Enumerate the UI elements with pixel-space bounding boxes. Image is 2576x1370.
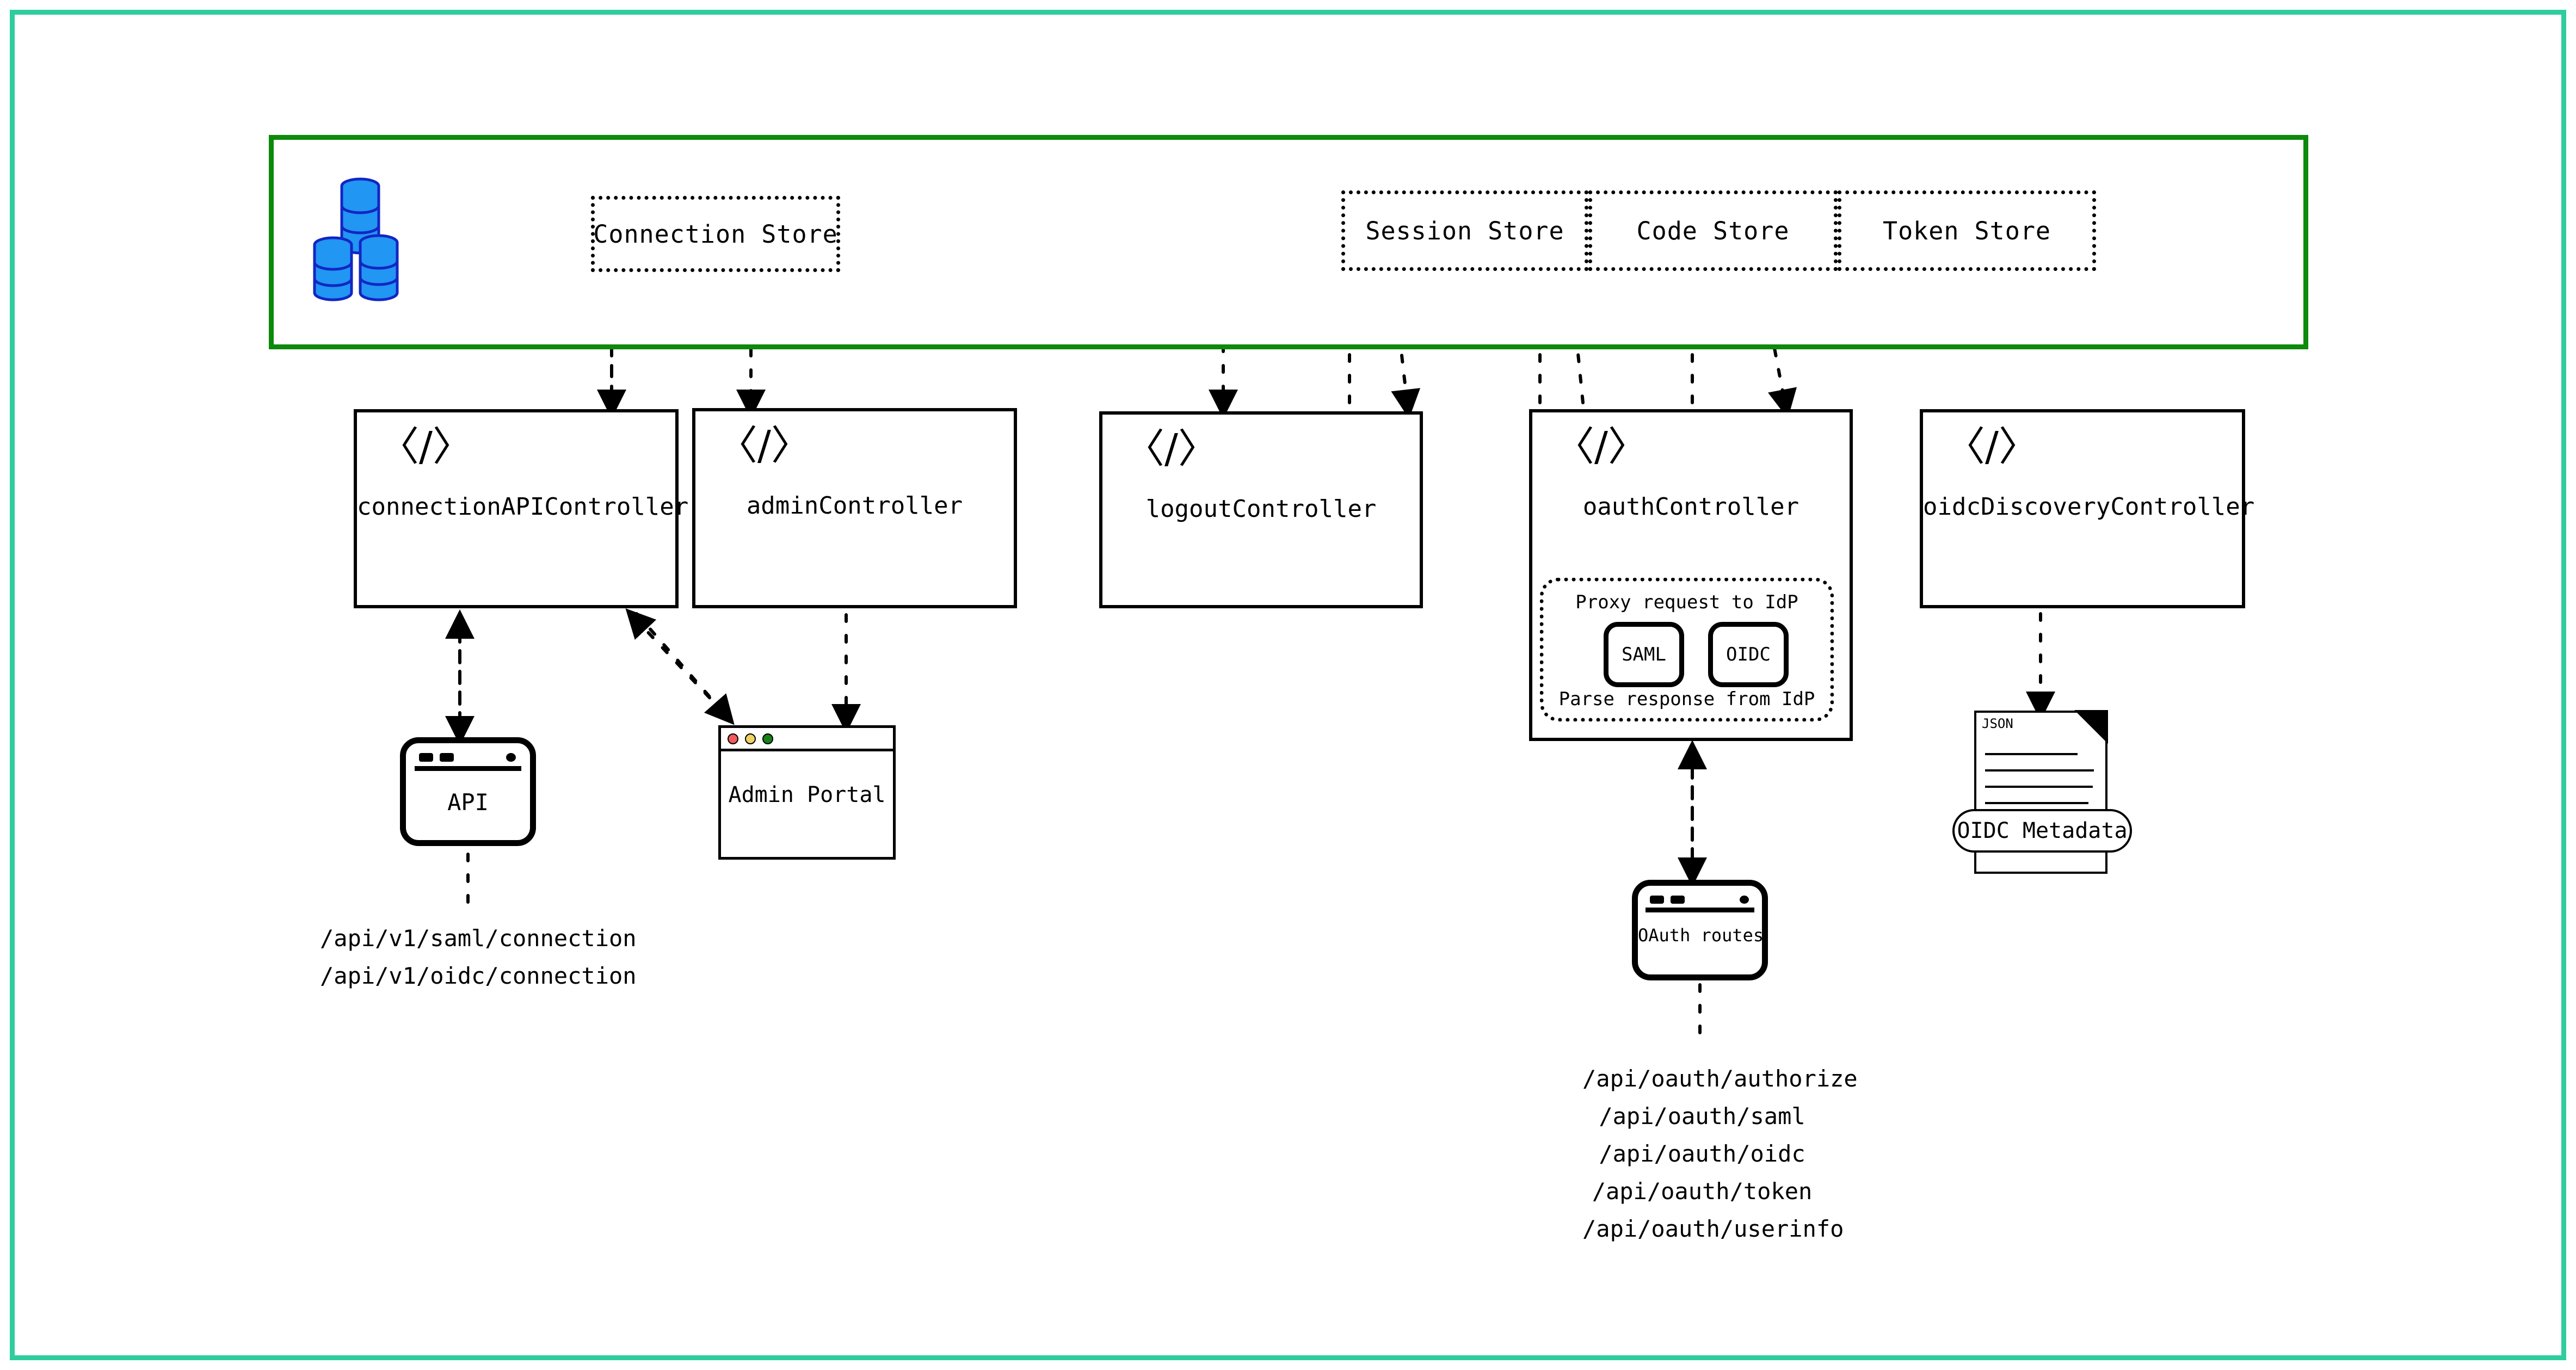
code-icon: 〈/〉 <box>1945 423 2039 470</box>
controller-admin-controller[interactable]: 〈/〉 adminController <box>692 408 1017 608</box>
code-icon: 〈/〉 <box>717 422 811 469</box>
window-dot-icon <box>440 753 454 762</box>
endpoint-item: /api/v1/oidc/connection <box>320 962 637 989</box>
endpoint-item: /api/oauth/token <box>1592 1178 1813 1205</box>
controller-label: logoutController <box>1145 495 1377 523</box>
outer-frame <box>10 10 2566 1360</box>
endpoint-item: /api/oauth/userinfo <box>1582 1215 1844 1242</box>
api-label: API <box>447 789 489 816</box>
store-label: Session Store <box>1365 216 1564 245</box>
admin-portal-window[interactable]: Admin Portal <box>718 725 896 860</box>
controller-logout-controller[interactable]: 〈/〉 logoutController <box>1099 411 1423 608</box>
controller-oidc-discovery-controller[interactable]: 〈/〉 oidcDiscoveryController <box>1920 409 2255 608</box>
traffic-light-yellow-icon <box>745 733 756 744</box>
idp-protocol-label: OIDC <box>1726 644 1771 665</box>
oauth-routes-icon[interactable]: OAuth routes <box>1632 880 1768 980</box>
code-icon: 〈/〉 <box>1124 425 1218 472</box>
parse-response-label: Parse response from IdP <box>1558 688 1815 710</box>
window-divider <box>1646 908 1754 912</box>
idp-protocol-oidc[interactable]: OIDC <box>1708 622 1789 687</box>
window-divider <box>415 766 521 771</box>
controller-label: connectionAPIController <box>357 493 689 521</box>
connection-endpoints-list: /api/v1/saml/connection /api/v1/oidc/con… <box>320 919 637 995</box>
database-icon <box>310 174 435 305</box>
oauth-routes-label: OAuth routes <box>1638 925 1764 946</box>
document-text-line <box>1985 769 2094 772</box>
idp-protocol-saml[interactable]: SAML <box>1604 622 1684 687</box>
controller-label: adminController <box>746 492 963 520</box>
oauth-endpoints-list: /api/oauth/authorize /api/oauth/saml /ap… <box>1582 1060 1858 1248</box>
idp-proxy-group: Proxy request to IdP SAML OIDC Parse res… <box>1540 578 1834 721</box>
idp-protocol-label: SAML <box>1622 644 1666 665</box>
oidc-metadata-badge[interactable]: OIDC Metadata <box>1952 809 2132 853</box>
store-session-store[interactable]: Session Store <box>1341 190 1588 271</box>
document-type-label: JSON <box>1982 716 2013 731</box>
admin-portal-label: Admin Portal <box>728 782 886 807</box>
document-text-line <box>1985 786 2093 788</box>
store-token-store[interactable]: Token Store <box>1838 190 2096 271</box>
window-dot-icon <box>1671 896 1685 904</box>
document-text-line <box>1985 802 2088 804</box>
proxy-request-label: Proxy request to IdP <box>1575 591 1798 613</box>
controller-label: oauthController <box>1582 493 1799 521</box>
controller-connection-api-controller[interactable]: 〈/〉 connectionAPIController <box>354 409 689 608</box>
code-icon: 〈/〉 <box>1554 423 1648 470</box>
store-label: Connection Store <box>593 219 838 249</box>
traffic-light-green-icon <box>762 733 773 744</box>
window-dot-icon <box>1650 896 1664 904</box>
window-dot-icon <box>506 753 516 762</box>
window-dot-icon <box>419 753 433 762</box>
code-icon: 〈/〉 <box>379 423 473 470</box>
store-label: Token Store <box>1882 216 2051 245</box>
traffic-light-red-icon <box>728 733 738 744</box>
store-code-store[interactable]: Code Store <box>1588 190 1838 271</box>
store-label: Code Store <box>1636 216 1790 245</box>
endpoint-item: /api/oauth/saml <box>1599 1103 1805 1130</box>
oidc-metadata-label: OIDC Metadata <box>1957 818 2128 843</box>
api-client-icon[interactable]: API <box>400 737 536 846</box>
endpoint-item: /api/v1/saml/connection <box>320 925 637 952</box>
window-dot-icon <box>1740 896 1749 904</box>
controller-label: oidcDiscoveryController <box>1923 493 2255 521</box>
endpoint-item: /api/oauth/oidc <box>1599 1140 1805 1167</box>
store-connection-store[interactable]: Connection Store <box>591 196 840 272</box>
document-text-line <box>1985 753 2078 755</box>
window-titlebar <box>721 728 893 751</box>
endpoint-item: /api/oauth/authorize <box>1582 1065 1858 1092</box>
